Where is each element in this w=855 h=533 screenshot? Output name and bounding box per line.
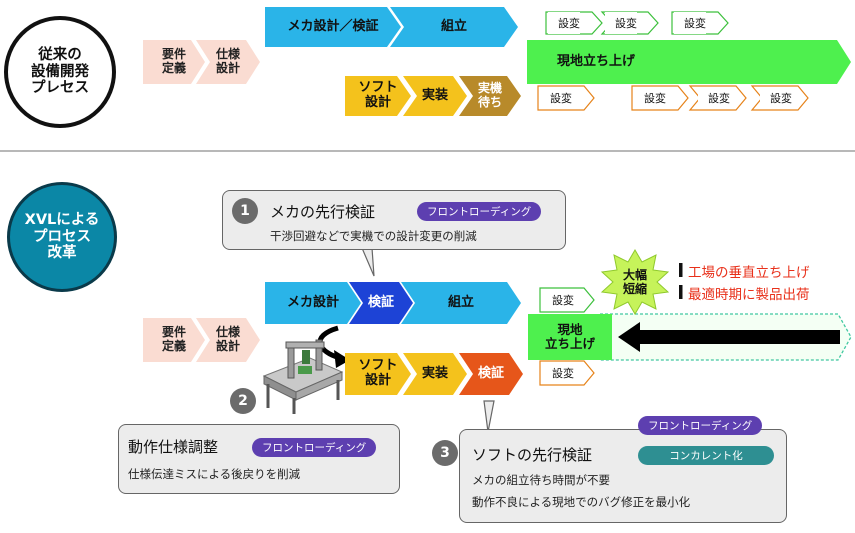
callout-mech-early-verification bbox=[222, 190, 566, 250]
step-site-startup: 現地 立ち上げ bbox=[528, 314, 612, 360]
step-soft-design: ソフト 設計 bbox=[345, 76, 411, 116]
callout-2-description: 仕様伝達ミスによる後戻りを削減 bbox=[128, 467, 301, 481]
step-mech-design: メカ設計 bbox=[265, 282, 361, 324]
step-implementation: 実装 bbox=[403, 353, 467, 395]
step-soft-verify: 検証 bbox=[459, 353, 523, 395]
benefit-optimal-shipping: 最適時期に製品出荷 bbox=[688, 287, 810, 303]
step-spec-design: 仕様 設計 bbox=[196, 318, 260, 362]
machine-illustration bbox=[262, 339, 344, 414]
callout-3-description-2: 動作不良による現地でのバグ修正を最小化 bbox=[472, 495, 691, 509]
step-soft-design: ソフト 設計 bbox=[345, 353, 411, 395]
design-change-marker: 設変 bbox=[760, 87, 792, 109]
design-change-marker: 設変 bbox=[548, 12, 580, 34]
step-requirements: 要件 定義 bbox=[143, 318, 205, 362]
design-change-marker: 設変 bbox=[542, 362, 574, 384]
callout-number-3: 3 bbox=[432, 440, 458, 466]
design-change-marker: 設変 bbox=[634, 87, 666, 109]
step-assembly: 組立 bbox=[401, 282, 521, 324]
front-loading-tag: フロントローディング bbox=[417, 202, 542, 221]
callout-soft-early-verification bbox=[459, 429, 787, 523]
starburst-label: 大幅 短縮 bbox=[622, 268, 647, 297]
benefit-vertical-startup: 工場の垂直立ち上げ bbox=[688, 265, 810, 281]
front-loading-tag: フロントローディング bbox=[638, 416, 763, 435]
design-change-marker: 設変 bbox=[540, 87, 572, 109]
callout-2-title: 動作仕様調整 bbox=[128, 438, 219, 456]
design-change-marker: 設変 bbox=[674, 12, 706, 34]
front-loading-tag: フロントローディング bbox=[252, 438, 377, 457]
step-spec-design: 仕様 設計 bbox=[196, 40, 260, 84]
callout-number-1: 1 bbox=[232, 198, 258, 224]
step-site-startup: 現地立ち上げ bbox=[527, 40, 851, 84]
step-assembly: 組立 bbox=[390, 7, 518, 47]
xvl-process-label: XVLによる プロセス 改革 bbox=[7, 182, 117, 292]
callout-operation-spec-adjustment bbox=[118, 424, 400, 494]
step-mech-design-verify: メカ設計／検証 bbox=[265, 7, 401, 47]
design-change-marker: 設変 bbox=[542, 289, 574, 311]
callout-3-title: ソフトの先行検証 bbox=[472, 446, 593, 464]
design-change-marker: 設変 bbox=[605, 12, 637, 34]
callout-3-description-1: メカの組立待ち時間が不要 bbox=[472, 473, 610, 487]
callout-number-2: 2 bbox=[230, 388, 256, 414]
design-change-marker: 設変 bbox=[698, 87, 730, 109]
callout-1-description: 干渉回避などで実機での設計変更の削減 bbox=[270, 229, 477, 243]
step-wait-for-machine: 実機 待ち bbox=[459, 76, 521, 116]
step-requirements: 要件 定義 bbox=[143, 40, 205, 84]
callout-1-title: メカの先行検証 bbox=[270, 203, 376, 221]
conventional-process-label: 従来の 設備開発 プレセス bbox=[4, 16, 116, 128]
step-implementation: 実装 bbox=[403, 76, 467, 116]
concurrent-tag: コンカレント化 bbox=[638, 446, 774, 465]
